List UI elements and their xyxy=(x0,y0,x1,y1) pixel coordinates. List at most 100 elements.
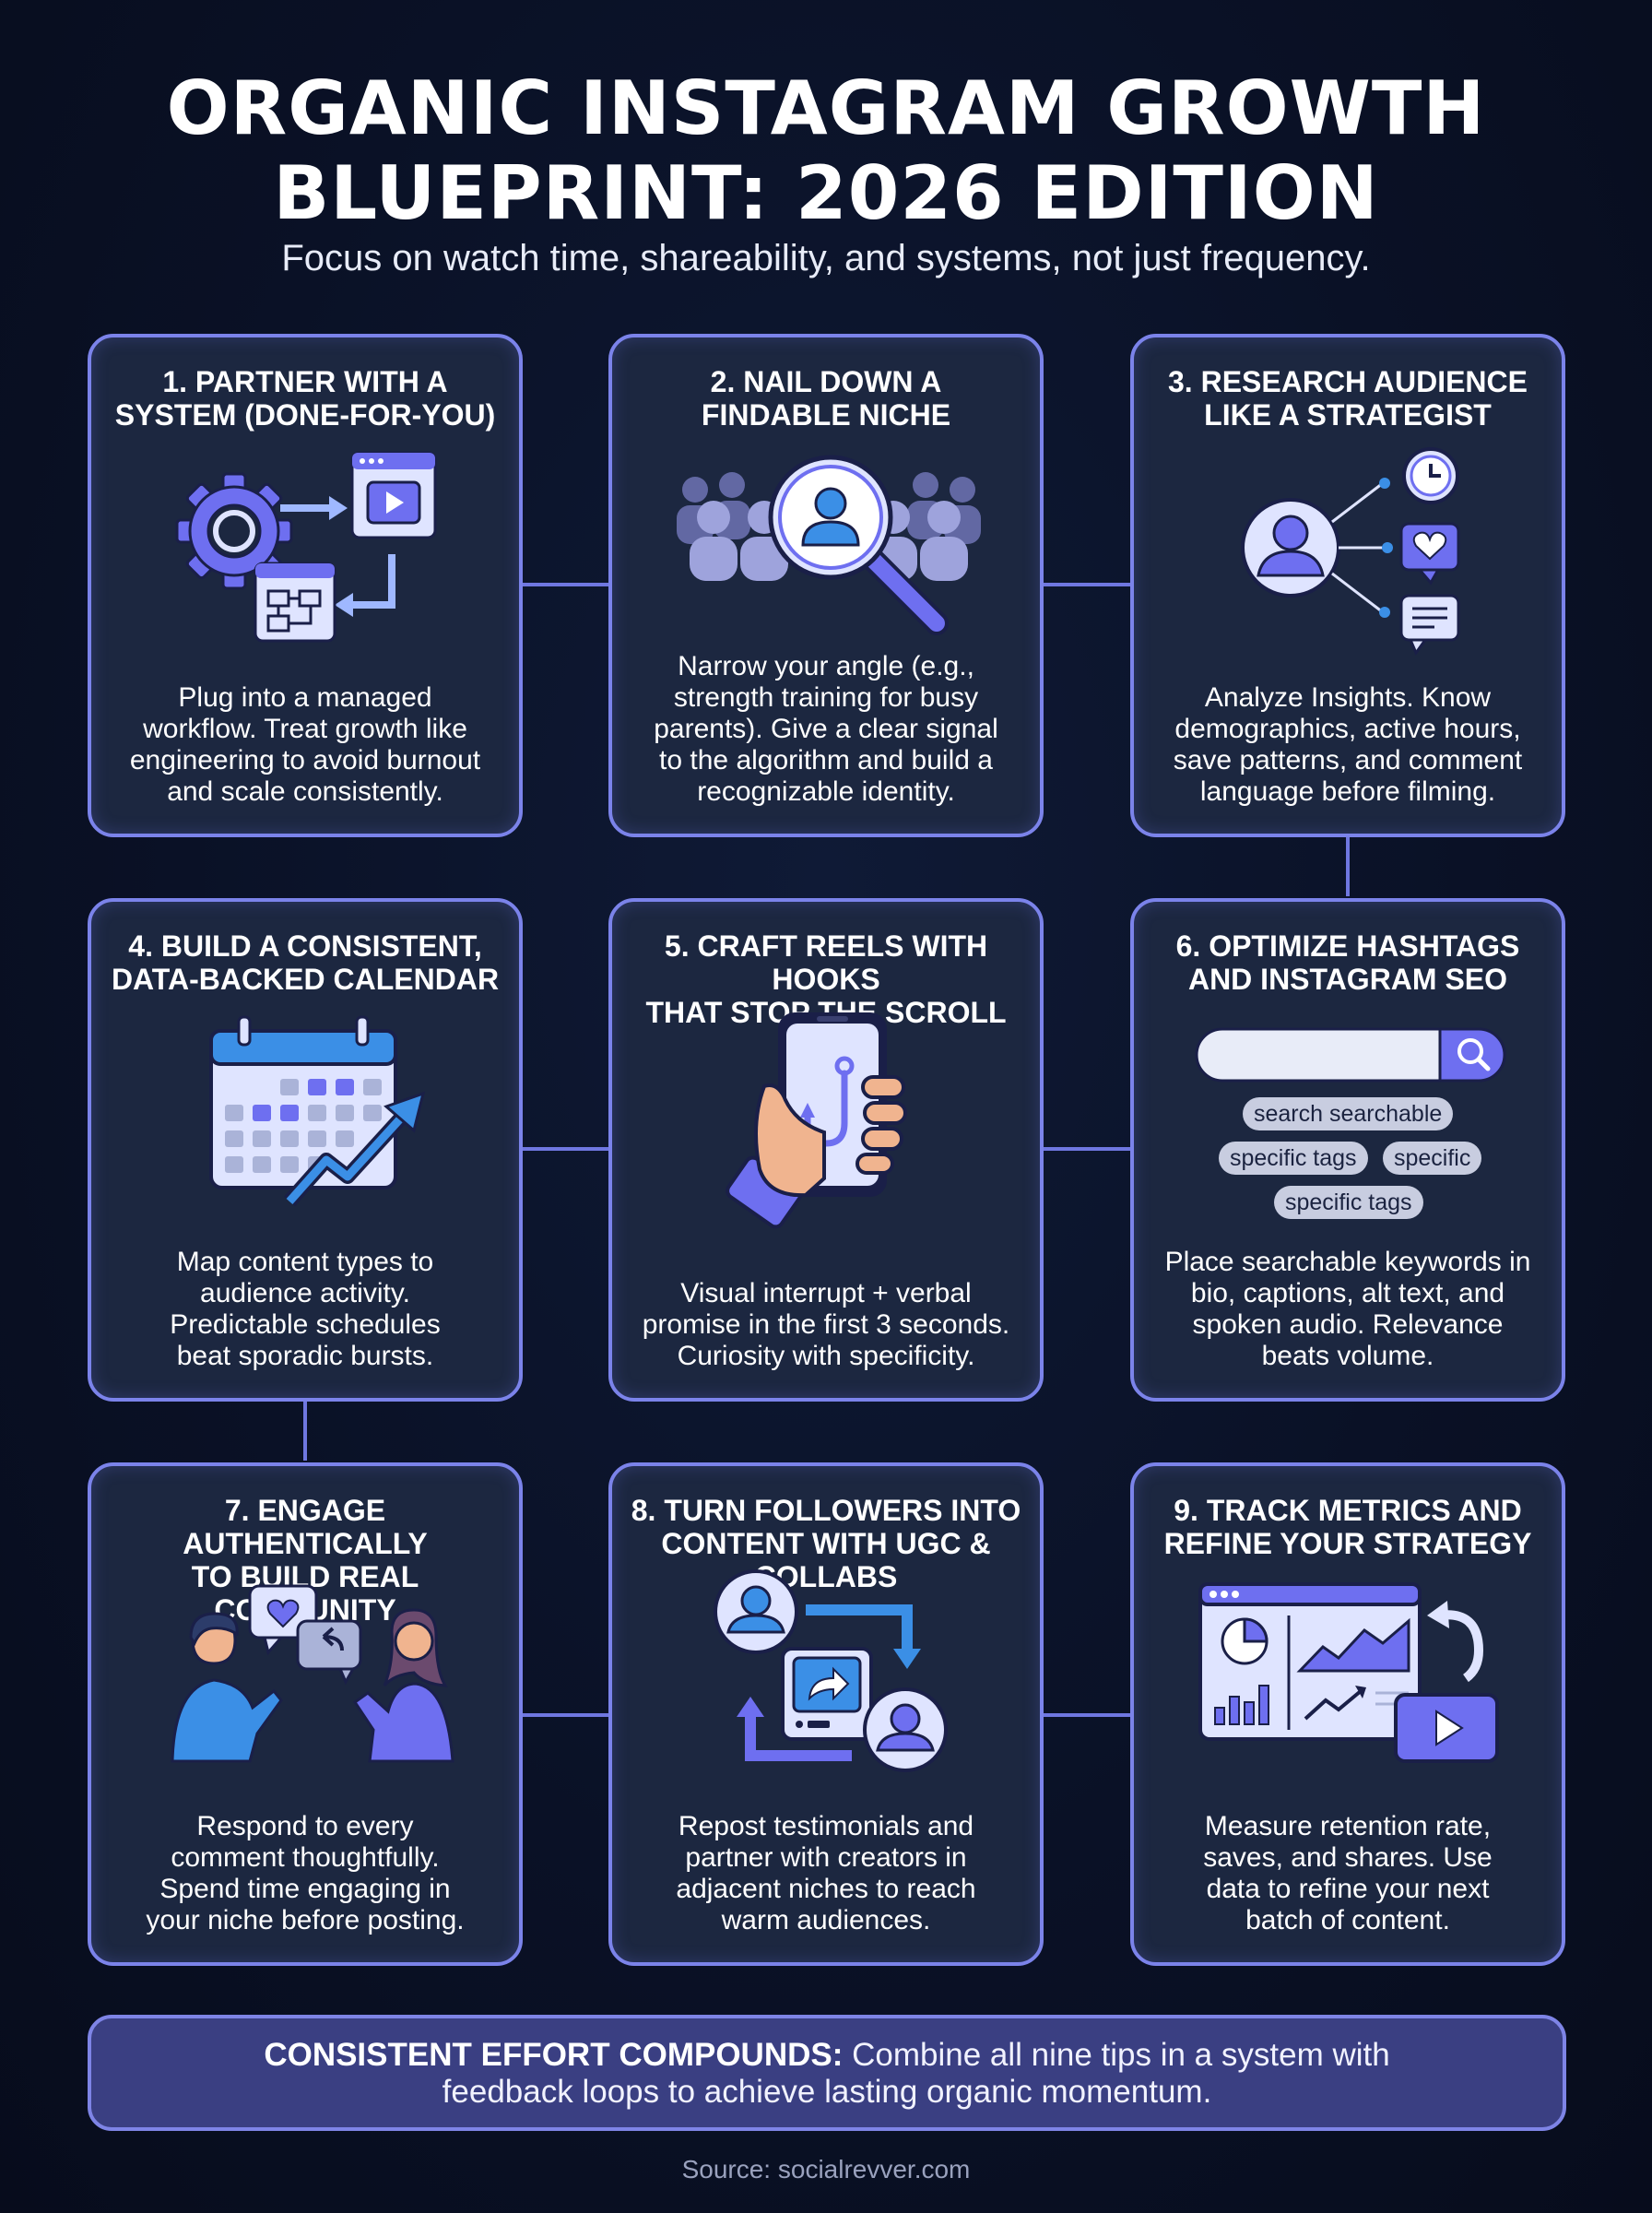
card-description: Map content types to audience activity. … xyxy=(110,1247,501,1372)
card-title-line: REFINE YOUR STRATEGY xyxy=(1163,1527,1532,1560)
card-description: Analyze Insights. Know demographics, act… xyxy=(1152,682,1543,808)
card-title-line: SYSTEM (DONE-FOR-YOU) xyxy=(114,398,496,432)
page-title: ORGANIC INSTAGRAM GROWTH BLUEPRINT: 2026… xyxy=(0,66,1652,236)
card-text-line: Map content types to xyxy=(176,1247,434,1277)
card-text-line: bio, captions, alt text, and xyxy=(1190,1278,1505,1308)
search-bar-icon xyxy=(1195,1027,1506,1083)
card-title-line: DATA-BACKED CALENDAR xyxy=(111,963,500,996)
calendar-chart-icon xyxy=(209,1015,426,1207)
card-text-line: beats volume. xyxy=(1261,1341,1434,1371)
card-text-line: Narrow your angle (e.g., xyxy=(678,651,974,681)
repost-collab-icon xyxy=(714,1569,948,1772)
hashtag-chip: specific tags xyxy=(1274,1186,1423,1219)
card-text-line: engineering to avoid burnout xyxy=(129,745,481,775)
summary-line-1-rest: Combine all nine tips in a system with xyxy=(843,2037,1390,2073)
card-title: 9. TRACK METRICS AND REFINE YOUR STRATEG… xyxy=(1143,1494,1552,1560)
analytics-dashboard-icon xyxy=(1198,1582,1499,1763)
card-text-line: to the algorithm and build a xyxy=(659,745,993,775)
card-text-line: Repost testimonials and xyxy=(678,1811,974,1841)
card-text-line: comment thoughtfully. xyxy=(171,1842,440,1873)
card-title-line: 5. CRAFT REELS WITH HOOKS xyxy=(664,929,988,996)
summary-bold-lead: CONSISTENT EFFORT COMPOUNDS: xyxy=(264,2037,844,2073)
card-text-line: warm audiences. xyxy=(721,1905,931,1935)
card-consistent-calendar: 4. BUILD A CONSISTENT, DATA-BACKED CALEN… xyxy=(88,898,523,1402)
card-description: Respond to every comment thoughtfully. S… xyxy=(110,1811,501,1936)
card-text-line: Predictable schedules xyxy=(170,1309,441,1340)
page-subtitle: Focus on watch time, shareability, and s… xyxy=(281,238,1371,278)
conversation-icon xyxy=(171,1584,454,1763)
audience-network-icon xyxy=(1241,447,1460,657)
card-description: Place searchable keywords in bio, captio… xyxy=(1152,1247,1543,1372)
card-title: 5. CRAFT REELS WITH HOOKS THAT STOP THE … xyxy=(621,929,1031,1029)
card-description: Measure retention rate, saves, and share… xyxy=(1152,1811,1543,1936)
card-text-line: partner with creators in xyxy=(685,1842,967,1873)
card-text-line: Curiosity with specificity. xyxy=(677,1341,975,1371)
card-text-line: Measure retention rate, xyxy=(1204,1811,1492,1841)
card-text-line: workflow. Treat growth like xyxy=(143,714,467,744)
card-text-line: Analyze Insights. Know xyxy=(1204,682,1492,713)
title-line-1: ORGANIC INSTAGRAM GROWTH xyxy=(166,65,1486,151)
card-text-line: Respond to every xyxy=(196,1811,414,1841)
card-title-line: 4. BUILD A CONSISTENT, xyxy=(128,929,482,963)
phone-hook-icon xyxy=(726,1012,907,1229)
card-text-line: data to refine your next xyxy=(1206,1874,1490,1904)
card-title-line: 6. OPTIMIZE HASHTAGS xyxy=(1175,929,1520,963)
card-description: Repost testimonials and partner with cre… xyxy=(631,1811,1021,1936)
card-track-metrics: 9. TRACK METRICS AND REFINE YOUR STRATEG… xyxy=(1130,1462,1565,1966)
card-hashtags-seo: 6. OPTIMIZE HASHTAGS AND INSTAGRAM SEO s… xyxy=(1130,898,1565,1402)
card-text-line: Visual interrupt + verbal xyxy=(680,1278,972,1308)
card-title-line: FINDABLE NICHE xyxy=(701,398,951,432)
summary-callout: CONSISTENT EFFORT COMPOUNDS: Combine all… xyxy=(88,2015,1566,2131)
card-title-line: 1. PARTNER WITH A xyxy=(162,365,448,398)
card-text-line: spoken audio. Relevance xyxy=(1192,1309,1504,1340)
niche-magnifier-icon xyxy=(677,455,981,635)
card-text-line: beat sporadic bursts. xyxy=(176,1341,434,1371)
card-title: 1. PARTNER WITH A SYSTEM (DONE-FOR-YOU) xyxy=(100,365,510,432)
workflow-gear-icon xyxy=(175,451,437,643)
card-research-audience: 3. RESEARCH AUDIENCE LIKE A STRATEGIST A… xyxy=(1130,334,1565,837)
card-text-line: Plug into a managed xyxy=(178,682,432,713)
card-title-line: AND INSTAGRAM SEO xyxy=(1187,963,1508,996)
card-title-line: 3. RESEARCH AUDIENCE xyxy=(1168,365,1528,398)
card-text-line: language before filming. xyxy=(1199,776,1496,807)
card-ugc-collabs: 8. TURN FOLLOWERS INTO CONTENT WITH UGC … xyxy=(608,1462,1044,1966)
card-partner-system: 1. PARTNER WITH A SYSTEM (DONE-FOR-YOU) xyxy=(88,334,523,837)
card-description: Plug into a managed workflow. Treat grow… xyxy=(110,682,501,808)
card-title-line: 7. ENGAGE AUTHENTICALLY xyxy=(183,1494,428,1560)
summary-line-1: CONSISTENT EFFORT COMPOUNDS: Combine all… xyxy=(91,2037,1563,2074)
card-text-line: your niche before posting. xyxy=(146,1905,465,1935)
card-engage-community: 7. ENGAGE AUTHENTICALLY TO BUILD REAL CO… xyxy=(88,1462,523,1966)
card-description: Visual interrupt + verbal promise in the… xyxy=(631,1278,1021,1372)
card-title-line: 2. NAIL DOWN A xyxy=(710,365,942,398)
card-title: 3. RESEARCH AUDIENCE LIKE A STRATEGIST xyxy=(1143,365,1552,432)
card-title-line: 9. TRACK METRICS AND xyxy=(1174,1494,1522,1527)
card-text-line: and scale consistently. xyxy=(167,776,443,807)
card-text-line: demographics, active hours, xyxy=(1174,714,1521,744)
card-title-line: LIKE A STRATEGIST xyxy=(1204,398,1492,432)
card-text-line: save patterns, and comment xyxy=(1173,745,1523,775)
card-text-line: audience activity. xyxy=(200,1278,410,1308)
card-text-line: batch of content. xyxy=(1245,1905,1450,1935)
card-title: 6. OPTIMIZE HASHTAGS AND INSTAGRAM SEO xyxy=(1143,929,1552,996)
card-text-line: parents). Give a clear signal xyxy=(654,714,998,744)
card-text-line: promise in the first 3 seconds. xyxy=(642,1309,1010,1340)
card-text-line: strength training for busy xyxy=(673,682,979,713)
summary-line-2: feedback loops to achieve lasting organi… xyxy=(442,2074,1212,2110)
card-text-line: Spend time engaging in xyxy=(159,1874,451,1904)
card-title-line: 8. TURN FOLLOWERS INTO xyxy=(631,1494,1021,1527)
card-text-line: adjacent niches to reach xyxy=(676,1874,976,1904)
hashtag-chip: search searchable xyxy=(1243,1097,1454,1130)
card-description: Narrow your angle (e.g., strength traini… xyxy=(631,651,1021,808)
card-text-line: saves, and shares. Use xyxy=(1203,1842,1493,1873)
card-title: 2. NAIL DOWN A FINDABLE NICHE xyxy=(621,365,1031,432)
card-reels-hooks: 5. CRAFT REELS WITH HOOKS THAT STOP THE … xyxy=(608,898,1044,1402)
card-findable-niche: 2. NAIL DOWN A FINDABLE NICHE Narrow you… xyxy=(608,334,1044,837)
card-text-line: recognizable identity. xyxy=(697,776,955,807)
card-text-line: Place searchable keywords in xyxy=(1164,1247,1531,1277)
hashtag-chip: specific tags xyxy=(1219,1142,1368,1175)
source-credit: Source: socialrevver.com xyxy=(681,2155,971,2183)
hashtag-chip: specific xyxy=(1383,1142,1482,1175)
card-title: 4. BUILD A CONSISTENT, DATA-BACKED CALEN… xyxy=(100,929,510,996)
title-line-2: BLUEPRINT: 2026 EDITION xyxy=(273,150,1379,236)
